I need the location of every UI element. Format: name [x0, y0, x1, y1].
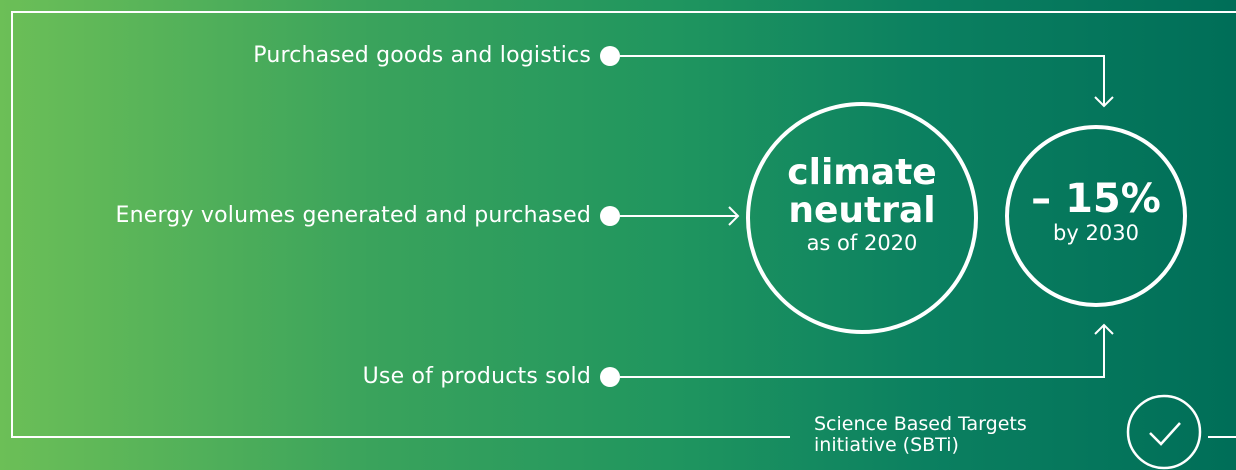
sbti-line-1: Science Based Targets: [814, 413, 1027, 435]
climate-neutral-text: climate neutral as of 2020: [762, 154, 962, 256]
purchased-goods-dot: [600, 46, 620, 66]
neutral-word: neutral: [788, 190, 936, 231]
sbti-check-circle: [1126, 394, 1202, 470]
energy-label: Energy volumes generated and purchased: [115, 203, 591, 228]
as-of-year: as of 2020: [806, 231, 918, 255]
use-of-products-dot: [600, 367, 620, 387]
energy-dot: [600, 206, 620, 226]
arrow-head-top: [1094, 96, 1114, 108]
purchased-goods-connector: [620, 55, 1105, 106]
reduction-circle: [1005, 125, 1187, 307]
climate-neutral-circle: [746, 102, 978, 334]
use-of-products-connector: [620, 325, 1105, 378]
climate-word: climate: [787, 152, 937, 193]
check-icon: [1149, 422, 1181, 446]
reduction-value: – 15%: [1031, 176, 1161, 222]
sbti-line-2: initiative (SBTi): [814, 434, 959, 456]
frame-outline: [11, 11, 1236, 438]
reduction-target-text: – 15% by 2030: [1016, 178, 1176, 246]
arrow-head-energy: [728, 206, 740, 226]
reduction-caption: by 2030: [1053, 221, 1139, 245]
sbti-label: Science Based Targets initiative (SBTi): [814, 414, 1027, 456]
use-of-products-label: Use of products sold: [362, 364, 591, 389]
purchased-goods-label: Purchased goods and logistics: [253, 43, 591, 68]
arrow-head-bottom: [1094, 323, 1114, 335]
